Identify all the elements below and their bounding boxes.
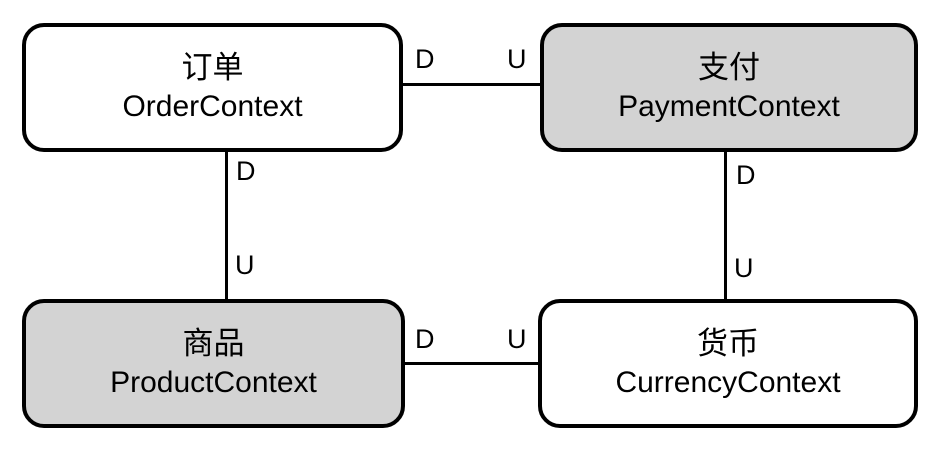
edge-label-payment-currency-upstream: U	[734, 253, 754, 283]
node-product-title-en: ProductContext	[110, 366, 317, 400]
node-product-title-zh: 商品	[182, 326, 245, 362]
node-order-title-zh: 订单	[181, 50, 244, 86]
edge-label-payment-currency-downstream: D	[736, 160, 756, 190]
node-currency-title-en: CurrencyContext	[615, 366, 841, 400]
edge-order-payment	[403, 83, 540, 86]
edge-order-product	[225, 152, 228, 299]
node-payment-title-en: PaymentContext	[618, 90, 840, 124]
node-order-context: 订单 OrderContext	[22, 23, 403, 152]
edge-label-order-payment-upstream: U	[507, 44, 527, 74]
edge-label-order-payment-downstream: D	[415, 44, 435, 74]
node-payment-title-zh: 支付	[698, 50, 760, 86]
node-currency-title-zh: 货币	[697, 326, 759, 362]
edge-label-product-currency-downstream: D	[415, 324, 435, 354]
node-currency-context: 货币 CurrencyContext	[538, 299, 918, 428]
node-order-title-en: OrderContext	[122, 90, 303, 124]
node-payment-context: 支付 PaymentContext	[540, 23, 918, 152]
edge-label-order-product-upstream: U	[235, 250, 255, 280]
edge-label-product-currency-upstream: U	[507, 324, 527, 354]
edge-label-order-product-downstream: D	[236, 156, 256, 186]
node-product-context: 商品 ProductContext	[22, 299, 405, 428]
edge-payment-currency	[724, 152, 727, 299]
edge-product-currency	[405, 362, 538, 365]
